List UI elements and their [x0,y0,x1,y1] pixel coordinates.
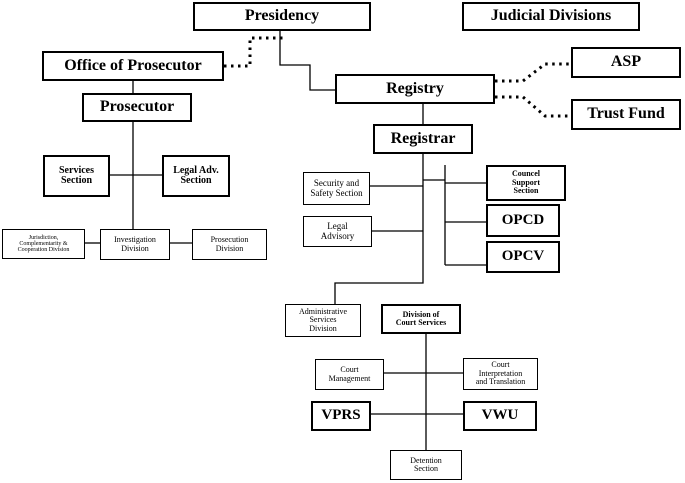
dotted-registry-asp [495,62,571,83]
asp-box: ASP [571,47,681,78]
office-of-prosecutor-box: Office of Prosecutor [42,51,224,81]
registry-box: Registry [335,74,495,104]
prosecution-division-box: Prosecution Division [192,229,267,260]
administrative-services-division-box: Administrative Services Division [285,304,361,337]
dotted-registry-trust-fund [495,95,571,118]
legal-advisory-box: Legal Advisory [303,216,372,247]
judicial-divisions-box: Judicial Divisions [462,2,640,31]
legal-adv-section-box: Legal Adv. Section [162,155,230,197]
security-safety-section-box: Security and Safety Section [303,172,370,205]
investigation-division-box: Investigation Division [100,229,170,260]
opcv-box: OPCV [486,241,560,273]
detention-section-box: Detention Section [390,450,462,480]
prosecutor-box: Prosecutor [82,93,192,122]
services-section-box: Services Section [43,155,110,197]
division-of-court-services-box: Division of Court Services [381,304,461,334]
vwu-box: VWU [463,401,537,431]
court-management-box: Court Management [315,359,384,390]
line-registrar-trunk [334,154,424,304]
presidency-box: Presidency [193,2,371,31]
jurisdiction-division-box: Jurisdiction, Complementarity & Cooperat… [2,229,85,259]
line-presidency-registry [279,30,335,91]
vprs-box: VPRS [311,401,371,431]
trust-fund-box: Trust Fund [571,99,681,130]
dotted-presidency-office [224,36,283,68]
opcd-box: OPCD [486,204,560,237]
counsel-support-section-box: Councel Support Section [486,165,566,201]
court-interpretation-translation-box: Court Interpretation and Translation [463,358,538,390]
registrar-box: Registrar [373,124,473,154]
